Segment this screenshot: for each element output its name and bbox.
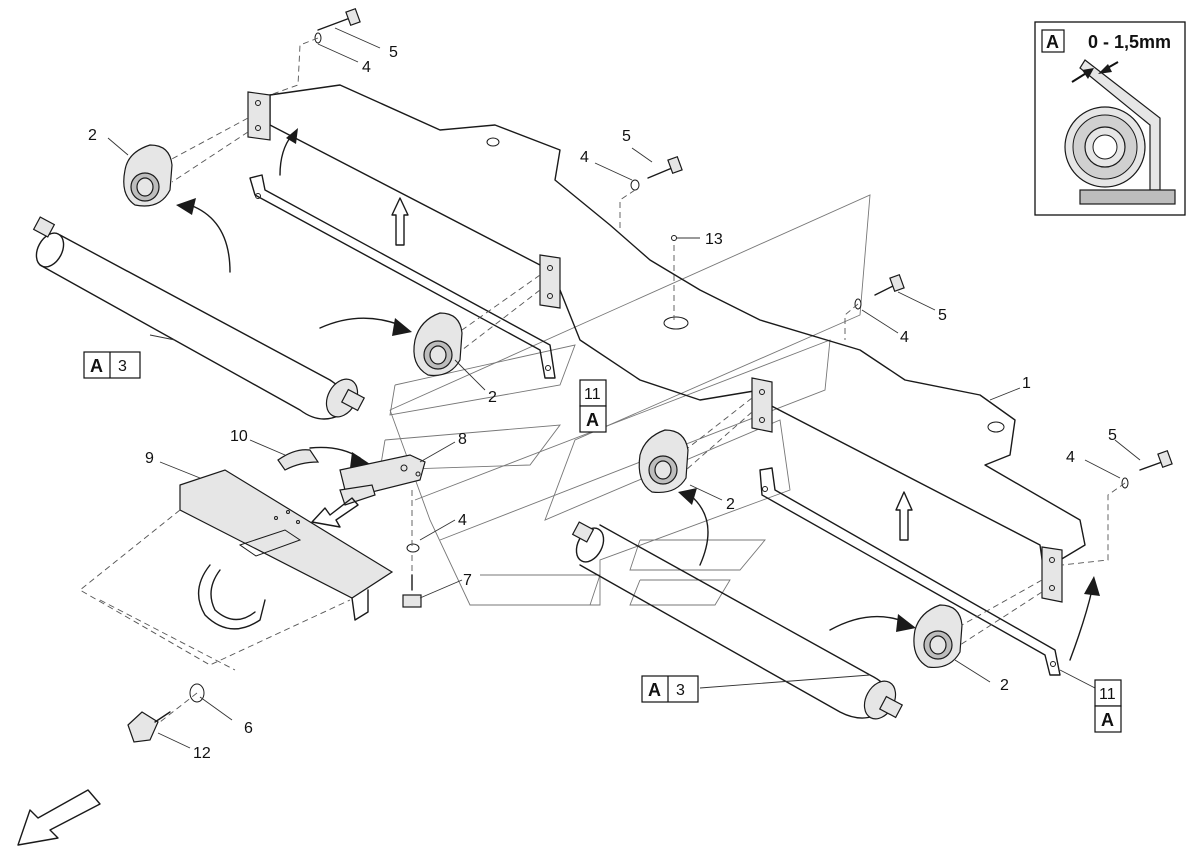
bolt-hitch xyxy=(127,683,205,743)
spring-clip xyxy=(277,449,320,471)
callout-8: 8 xyxy=(458,431,467,448)
up-arrow-icon xyxy=(391,197,409,246)
insert-arrow-icon xyxy=(311,497,359,528)
detail-a-inset: A 0 - 1,5mm xyxy=(1034,21,1186,216)
callout-10: 10 xyxy=(230,428,248,445)
bearing-flange-mid xyxy=(413,312,463,377)
refbox-right: 11 A xyxy=(1094,679,1122,733)
assembly-lines xyxy=(79,37,1126,723)
bearing-flange-top-left xyxy=(123,144,173,207)
scraper-strip-left xyxy=(249,174,556,379)
callout-4-right: 4 xyxy=(1066,449,1075,466)
bearing-flange-right-bottom xyxy=(913,604,963,669)
bolt-mid xyxy=(630,155,683,191)
svg-text:11: 11 xyxy=(584,386,601,403)
curved-arrow-icon xyxy=(176,128,1100,661)
hitch-plate xyxy=(179,469,394,630)
detail-letter: A xyxy=(1046,32,1059,52)
scraper-strip-right xyxy=(759,467,1061,676)
callout-4-top: 4 xyxy=(362,59,371,76)
roller-right xyxy=(571,521,904,720)
svg-text:A: A xyxy=(1101,710,1114,730)
callout-5-right-mid: 5 xyxy=(938,307,947,324)
callout-2-mid: 2 xyxy=(488,389,497,406)
callout-2-right-top: 2 xyxy=(726,496,735,513)
bolt-top xyxy=(314,7,361,44)
bolt-right xyxy=(1121,449,1173,489)
background-ghost-shape xyxy=(379,194,871,606)
main-frame xyxy=(247,84,1086,603)
callout-13: 13 xyxy=(705,231,723,248)
svg-text:A: A xyxy=(648,680,661,700)
refbox-left: A 3 xyxy=(83,351,141,379)
callout-labels: 5 4 2 5 4 13 5 4 1 5 4 2 10 8 9 2 4 7 2 … xyxy=(88,44,1117,762)
gap-arrow-icon xyxy=(1071,61,1119,83)
bearing-flange-right-top xyxy=(638,429,689,494)
callout-5-right: 5 xyxy=(1108,427,1117,444)
direction-arrow-icon xyxy=(17,789,101,846)
callout-7: 7 xyxy=(463,572,472,589)
callout-4-center: 4 xyxy=(458,512,467,529)
callout-4-right-mid: 4 xyxy=(900,329,909,346)
refbox-bottom: A 3 xyxy=(641,675,699,703)
svg-text:3: 3 xyxy=(118,358,127,375)
bolt-right-mid xyxy=(854,273,905,310)
roller-left xyxy=(32,216,366,420)
gap-label: 0 - 1,5mm xyxy=(1088,32,1171,52)
callout-12: 12 xyxy=(193,745,211,762)
svg-text:A: A xyxy=(90,356,103,376)
callout-2-top-left: 2 xyxy=(88,127,97,144)
callout-9: 9 xyxy=(145,450,154,467)
callout-5-top: 5 xyxy=(389,44,398,61)
refbox-mid: 11 A xyxy=(579,379,607,433)
svg-text:11: 11 xyxy=(1099,686,1116,703)
callout-4-mid: 4 xyxy=(580,149,589,166)
callout-2-right-bottom: 2 xyxy=(1000,677,1009,694)
callout-6: 6 xyxy=(244,720,253,737)
leader-lines xyxy=(107,27,1141,749)
svg-text:A: A xyxy=(586,410,599,430)
up-arrow-icon-right xyxy=(895,491,913,541)
callout-1: 1 xyxy=(1022,375,1031,392)
callout-5-mid: 5 xyxy=(622,128,631,145)
svg-text:3: 3 xyxy=(676,682,685,699)
bolt-center xyxy=(402,543,422,608)
grease-nipple xyxy=(671,235,677,241)
